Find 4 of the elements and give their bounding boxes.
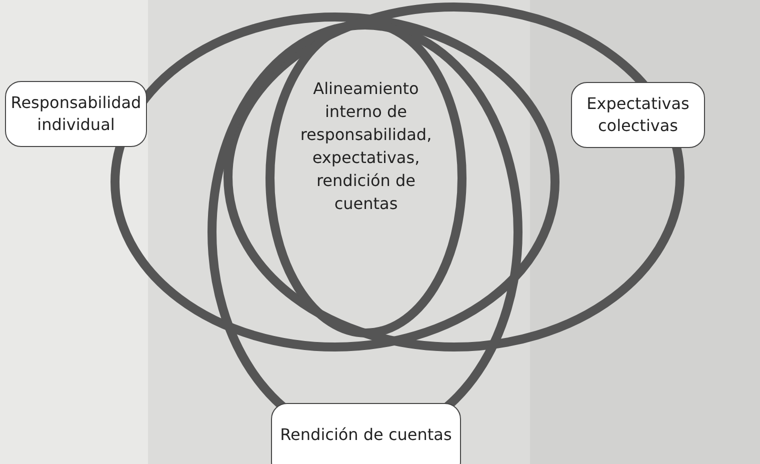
label-box: Responsabilidad individual	[5, 81, 147, 147]
label-box: Rendición de cuentas	[271, 403, 461, 464]
label-box: Expectativas colectivas	[571, 82, 705, 148]
center-text: Alineamiento interno de responsabilidad, expectativas, rendición de cuentas	[290, 28, 442, 264]
